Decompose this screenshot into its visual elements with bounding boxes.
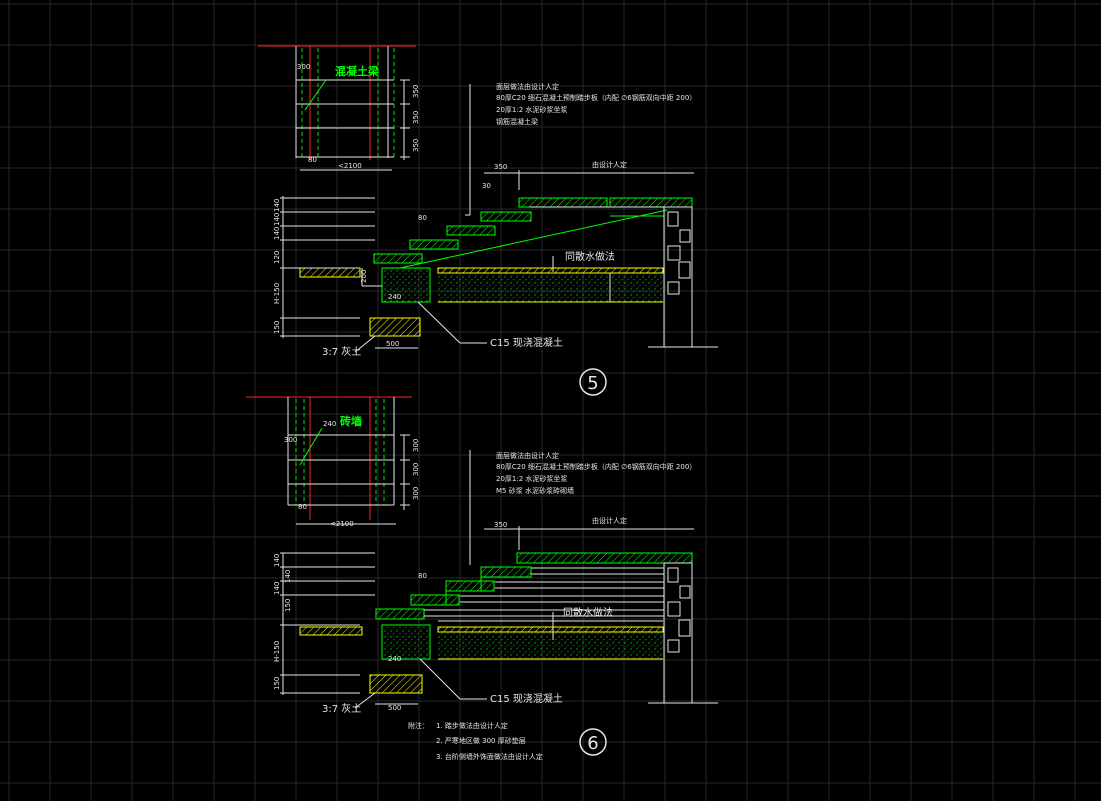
detail-5-left-dim-4: 120	[273, 251, 281, 264]
detail-5-callout-circle	[579, 368, 607, 396]
detail-5-note-1: 面层做法由设计人定	[496, 82, 559, 91]
detail-6-left-dim-5: H-150	[273, 641, 281, 662]
footnote-3: 3. 台阶侧墙外饰面做法由设计人定	[436, 752, 543, 761]
detail-5-design-label: 由设计人定	[592, 160, 627, 169]
detail-6-soil-label: 3:7 灰土	[322, 702, 361, 715]
detail-5-notes: 面层做法由设计人定 80厚C20 细石混凝土预制踏步板（内配 ∅6钢筋双向中距 …	[465, 82, 696, 216]
detail-6-plan-dim-240: 240	[323, 420, 336, 428]
detail-5-dim-30: 30	[482, 182, 491, 190]
detail-5-dim-80: 80	[418, 214, 427, 222]
detail-6-note-1: 面层做法由设计人定	[496, 451, 559, 460]
detail-6-dim-240: 240	[388, 655, 401, 663]
detail-6-plan: 砖墙 240 300 300 300 300 80 <2100	[246, 396, 420, 528]
detail-6-left-dim-4: 150	[284, 599, 292, 612]
detail-5-note-4: 钢筋混凝土梁	[496, 117, 538, 126]
detail-6-plan-title: 砖墙	[340, 414, 362, 428]
detail-5-left-dim-1: 140	[273, 199, 281, 212]
detail-5-dim-500: 500	[386, 340, 399, 348]
detail-6-callout-number: 6	[587, 733, 598, 754]
detail-6-design-label: 由设计人定	[592, 516, 627, 525]
footnotes: 附注： 1. 踏步做法由设计人定 2. 严寒地区做 300 厚砂垫层 3. 台阶…	[408, 721, 543, 761]
detail-6-dim-80: 80	[418, 572, 427, 580]
detail-5-left-dim-5: H-150	[273, 283, 281, 304]
detail-6-notes: 面层做法由设计人定 80厚C20 细石混凝土预制踏步板（内配 ∅6钢筋双向中距 …	[469, 450, 696, 565]
detail-6: 砖墙 240 300 300 300 300 80 <2100 面层做法由设计人…	[246, 396, 718, 756]
detail-5-ground-label: 同散水做法	[565, 250, 615, 263]
detail-6-left-dim-1: 140	[273, 554, 281, 567]
detail-6-plan-dim-80: 80	[298, 503, 307, 511]
detail-5-plan-dim-r1: 350	[412, 85, 420, 98]
detail-5-callout-number: 5	[587, 373, 598, 394]
footnote-1: 1. 踏步做法由设计人定	[436, 721, 508, 730]
detail-6-left-dim-3: 140	[273, 582, 281, 595]
footnote-2: 2. 严寒地区做 300 厚砂垫层	[436, 736, 526, 745]
footnotes-heading: 附注：	[408, 721, 429, 730]
detail-6-plan-dim-r1: 300	[412, 439, 420, 452]
detail-5-plan: 混凝土梁 300 350 350 350 80 <2100	[258, 45, 420, 171]
detail-5-left-dim-6: 150	[273, 321, 281, 334]
detail-5-dim-350: 350	[494, 163, 507, 171]
detail-6-plan-dim-r2: 300	[412, 463, 420, 476]
detail-6-left-dim-2: 140	[284, 570, 292, 583]
detail-5-concrete-label: C15 现浇混凝土	[490, 336, 563, 349]
detail-5-plan-title: 混凝土梁	[335, 64, 380, 78]
detail-6-left-dim-6: 150	[273, 677, 281, 690]
detail-5-dim-200: 200	[360, 270, 368, 283]
detail-6-plan-dim-r3: 300	[412, 487, 420, 500]
detail-5-plan-dim-r2: 350	[412, 111, 420, 124]
detail-5: 混凝土梁 300 350 350 350 80 <2100 面层做法由设计人定 …	[258, 45, 718, 396]
detail-5-note-2: 80厚C20 细石混凝土预制踏步板（内配 ∅6钢筋双向中距 200）	[496, 93, 696, 102]
detail-6-plan-dim-top: 300	[284, 436, 297, 444]
detail-6-note-2: 80厚C20 细石混凝土预制踏步板（内配 ∅6钢筋双向中距 200）	[496, 462, 696, 471]
detail-5-soil-label: 3:7 灰土	[322, 345, 361, 358]
detail-6-dim-500: 500	[388, 704, 401, 712]
detail-6-concrete-label: C15 现浇混凝土	[490, 692, 563, 705]
detail-6-plan-dim-bottom: <2100	[330, 520, 354, 528]
detail-6-callout-circle	[579, 728, 607, 756]
detail-6-ground-label: 同散水做法	[563, 606, 613, 619]
detail-6-dim-350: 350	[494, 521, 507, 529]
detail-5-plan-dim-80: 80	[308, 156, 317, 164]
detail-5-left-dim-3: 140	[273, 227, 281, 240]
detail-5-plan-dim-bottom: <2100	[338, 162, 362, 170]
detail-5-section: 350 由设计人定 30 80	[273, 160, 718, 396]
detail-5-dim-240: 240	[388, 293, 401, 301]
detail-5-plan-dim-top: 300	[297, 63, 310, 71]
detail-6-note-3: 20厚1:2 水泥砂浆坐浆	[496, 474, 567, 483]
detail-5-plan-dim-r3: 350	[412, 139, 420, 152]
detail-6-section: 350 由设计人定 80	[273, 516, 718, 756]
detail-6-note-4: M5 砂浆 水泥砂浆砖砌墙	[496, 486, 574, 495]
detail-5-left-dim-2: 140	[273, 213, 281, 226]
detail-5-note-3: 20厚1:2 水泥砂浆坐浆	[496, 105, 567, 114]
